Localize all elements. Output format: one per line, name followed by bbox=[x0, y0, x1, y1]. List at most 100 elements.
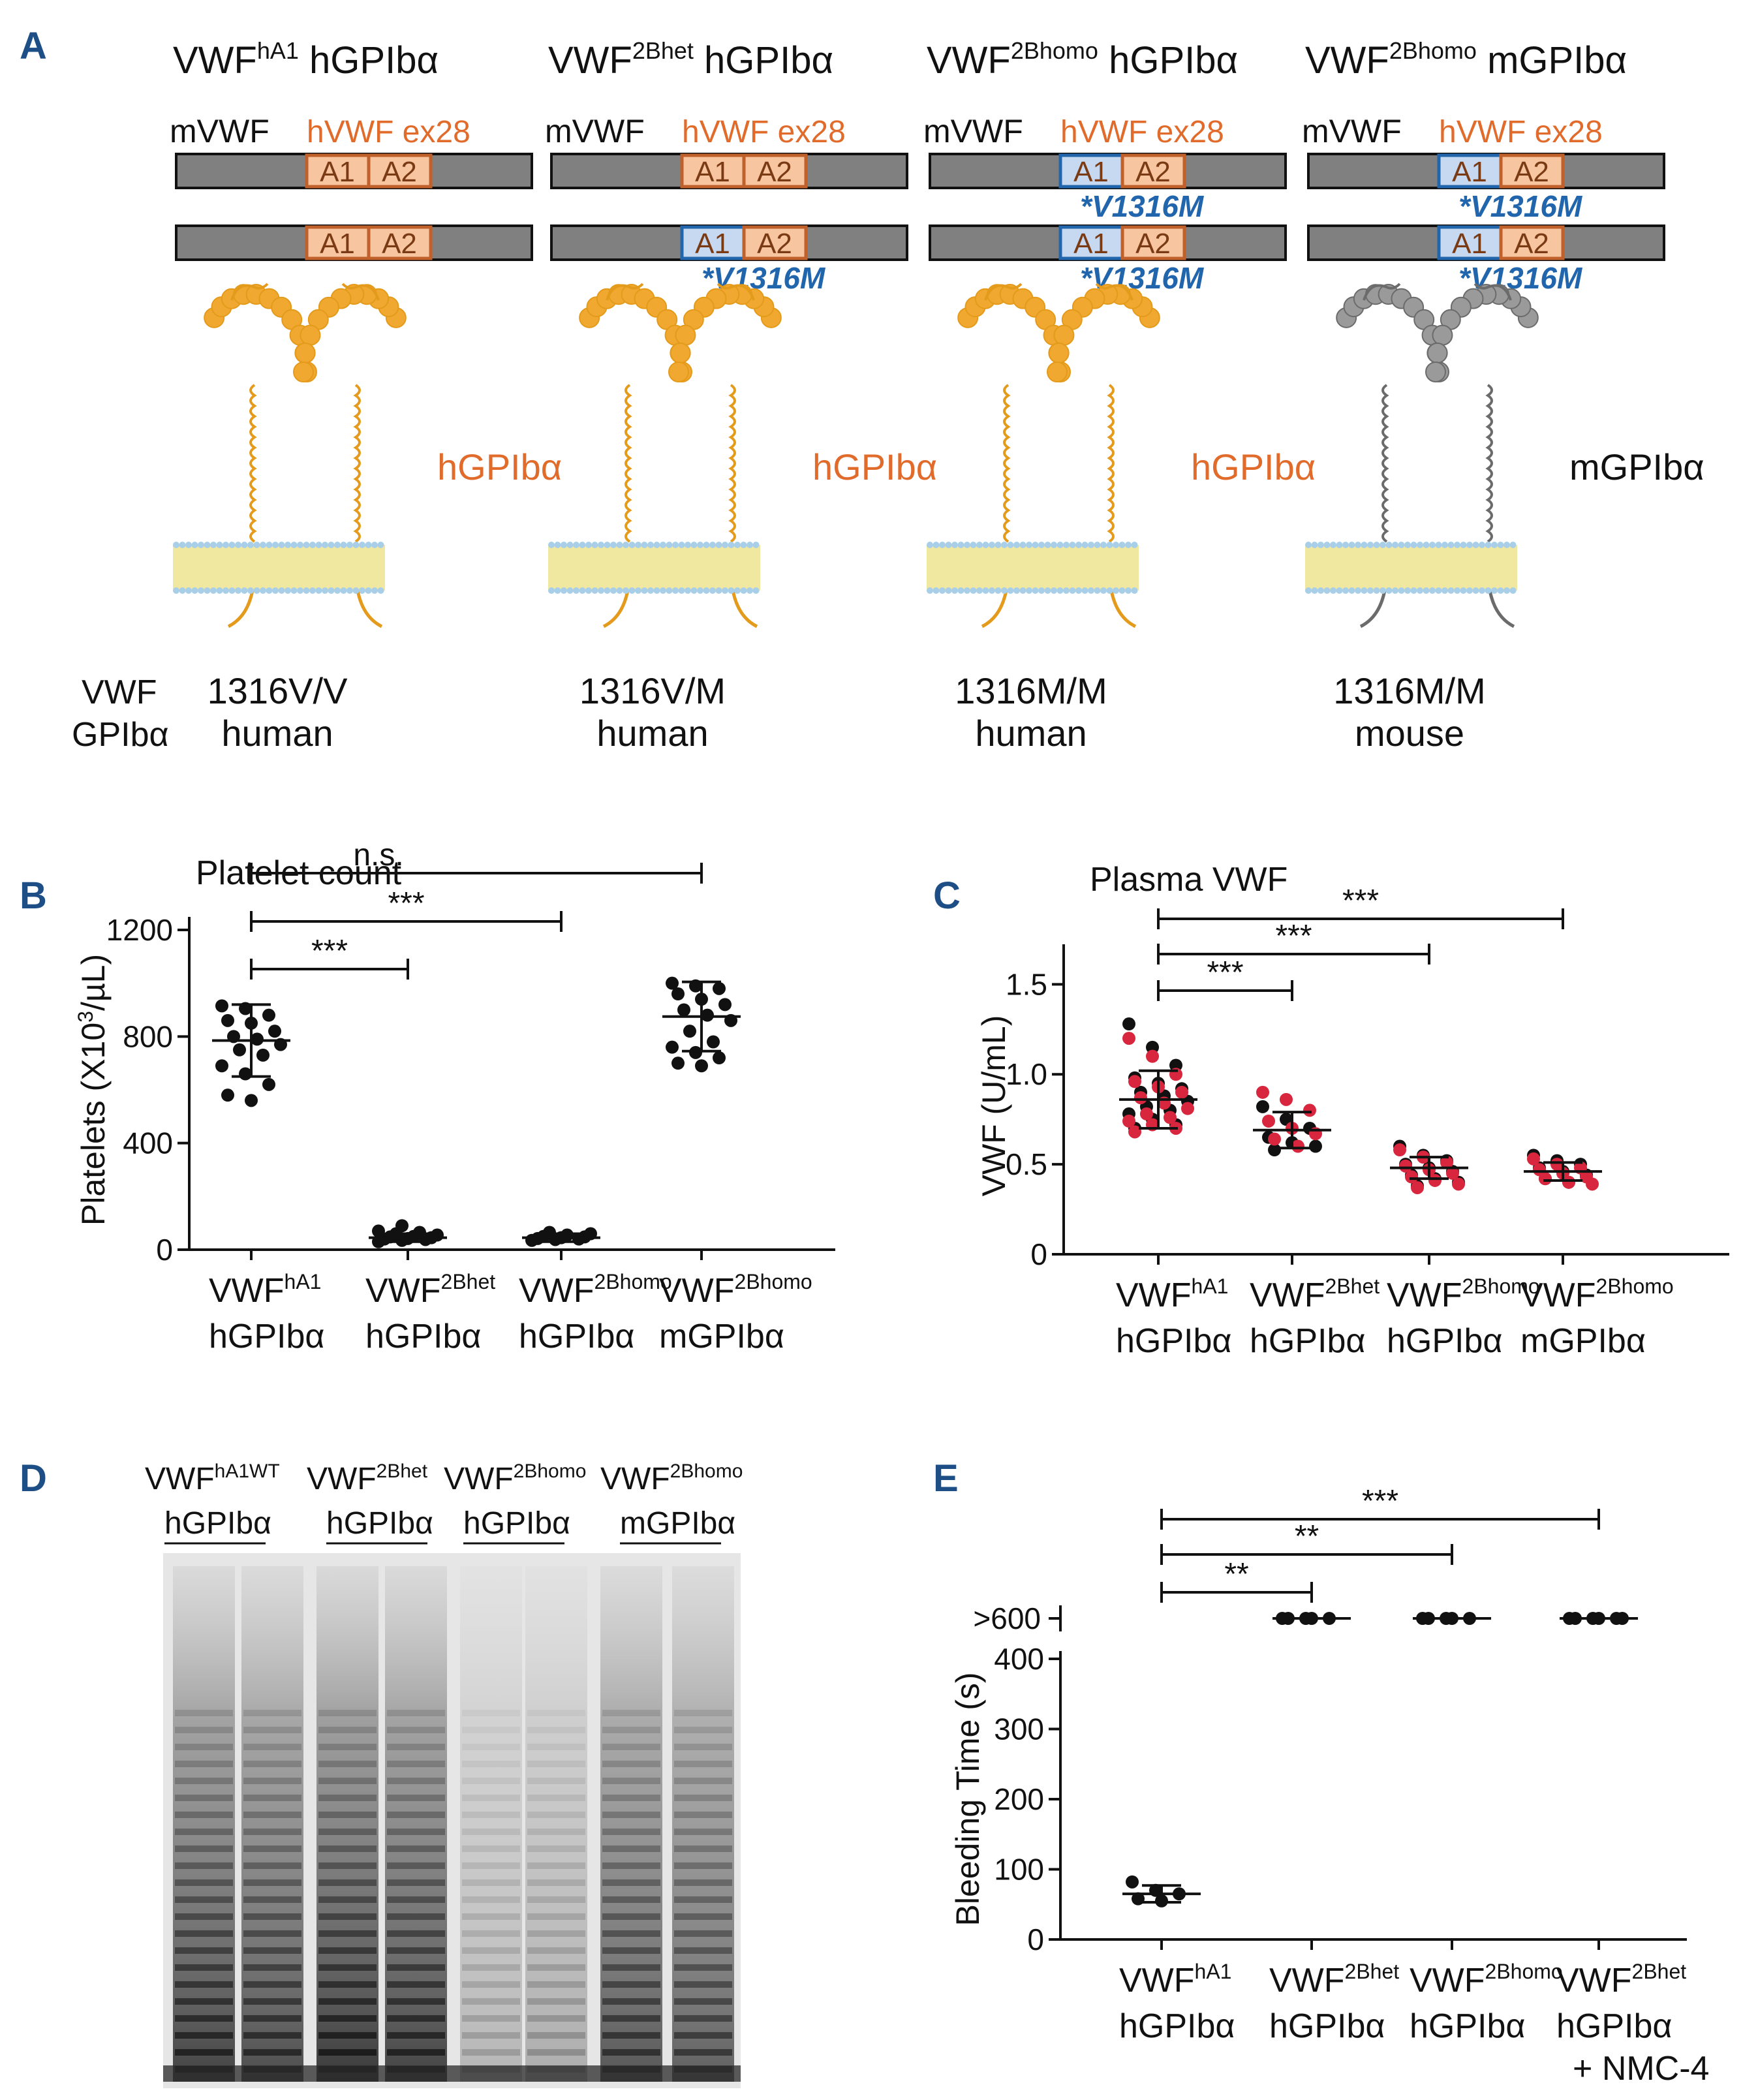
lipid-head bbox=[315, 587, 322, 594]
data-point bbox=[713, 1051, 726, 1064]
lipid-head bbox=[1044, 542, 1051, 548]
x-category-sub-2: hGPIbα bbox=[1250, 1322, 1365, 1360]
data-point bbox=[395, 1219, 409, 1233]
gel-lane bbox=[316, 1566, 378, 2082]
lrr-bead bbox=[675, 324, 696, 346]
lipid-head bbox=[690, 587, 698, 594]
x-category-label-1: VWFhA1 bbox=[1119, 1960, 1231, 2000]
lipid-head bbox=[204, 587, 211, 594]
lipid-head bbox=[709, 587, 716, 594]
x-category-label-1: VWFhA1 bbox=[1116, 1274, 1228, 1314]
membrane-1 bbox=[173, 542, 385, 594]
gel-band bbox=[462, 1862, 520, 1869]
gel-band bbox=[674, 1812, 732, 1818]
gel-band bbox=[462, 1879, 520, 1886]
lipid-head bbox=[1311, 542, 1318, 548]
lipid-head bbox=[266, 587, 273, 594]
lipid-head bbox=[666, 542, 673, 548]
lipid-head bbox=[1330, 542, 1336, 548]
panel-letter-d: D bbox=[20, 1457, 47, 1500]
species-3: human bbox=[975, 713, 1087, 754]
lipid-head bbox=[628, 542, 636, 548]
gpib-stalk bbox=[1107, 384, 1115, 543]
lipid-head bbox=[179, 542, 186, 548]
lipid-head bbox=[970, 542, 977, 548]
lipid-head bbox=[641, 587, 648, 594]
hvwf-ex28-label-4: hVWF ex28 bbox=[1439, 115, 1603, 149]
data-point bbox=[701, 1008, 714, 1022]
membrane-core bbox=[548, 545, 760, 591]
lipid-head bbox=[290, 587, 298, 594]
sig-label: *** bbox=[311, 934, 348, 968]
lipid-head bbox=[1081, 542, 1088, 548]
lipid-head bbox=[1367, 587, 1374, 594]
gel-band bbox=[175, 1812, 233, 1818]
gel-band bbox=[318, 1862, 377, 1869]
gel-band bbox=[462, 1947, 520, 1954]
x-category-sub-2: hGPIbα bbox=[1269, 2007, 1385, 2045]
a2-domain-2-1 bbox=[742, 153, 808, 189]
x-category-label-2-main: VWF bbox=[1269, 1962, 1345, 2000]
lipid-head bbox=[297, 542, 303, 548]
gel-lane-heading-2-sup: 2Bhet bbox=[377, 1460, 428, 1482]
species-1: human bbox=[221, 713, 333, 754]
x-category-label-3-sup: 2Bhomo bbox=[1462, 1274, 1540, 1298]
lipid-head bbox=[377, 587, 384, 594]
x-category-label-4: VWF2Bhomo bbox=[659, 1270, 812, 1310]
lipid-head bbox=[210, 542, 217, 548]
lipid-head bbox=[260, 587, 266, 594]
lipid-head bbox=[752, 542, 760, 548]
gel-lane-subheading-4: mGPIbα bbox=[620, 1506, 735, 1541]
lipid-head bbox=[235, 542, 241, 548]
data-point-red bbox=[1122, 1114, 1135, 1128]
gel-band bbox=[175, 1829, 233, 1835]
gel-band bbox=[674, 1896, 732, 1903]
y-axis-label: Platelets (X103/µL) bbox=[74, 954, 112, 1226]
x-category-label-3-main: VWF bbox=[1387, 1276, 1462, 1314]
gel-band bbox=[175, 1879, 233, 1886]
data-point-red bbox=[1122, 1032, 1135, 1045]
gel-lane-heading-4-sup: 2Bhomo bbox=[670, 1460, 743, 1482]
lipid-head bbox=[1081, 587, 1088, 594]
gpib-label-2: hGPIbα bbox=[812, 446, 937, 487]
gpib-top bbox=[1095, 283, 1133, 301]
data-point-black bbox=[1122, 1017, 1135, 1031]
lipid-head bbox=[1131, 542, 1138, 548]
lrr-bead bbox=[1053, 324, 1075, 346]
gel-band bbox=[462, 1761, 520, 1767]
lipid-head bbox=[734, 542, 741, 548]
gel-band bbox=[674, 1710, 732, 1716]
lipid-head bbox=[1311, 587, 1318, 594]
data-point bbox=[215, 999, 228, 1013]
a2-label-4-1: A2 bbox=[1514, 156, 1549, 188]
gel-lane bbox=[460, 1566, 522, 2082]
lipid-head bbox=[1454, 587, 1460, 594]
lipid-head bbox=[359, 542, 365, 548]
lipid-head bbox=[334, 587, 341, 594]
lipid-head bbox=[1447, 587, 1455, 594]
gel-band bbox=[243, 1829, 301, 1835]
gel-lane-heading-3-sup: 2Bhomo bbox=[514, 1460, 587, 1482]
y-axis-label-main: VWF (U/mL) bbox=[976, 1015, 1012, 1197]
gel-band bbox=[527, 1727, 585, 1733]
data-point bbox=[262, 1077, 275, 1091]
construct-heading-1-tail: hGPIbα bbox=[299, 39, 439, 82]
construct-heading-2-tail: hGPIbα bbox=[694, 39, 833, 82]
a2-domain-2-2 bbox=[742, 225, 808, 260]
gel-band bbox=[602, 2049, 660, 2056]
gel-band bbox=[462, 1964, 520, 1971]
gel-band bbox=[527, 1998, 585, 2005]
gel-band bbox=[674, 1829, 732, 1835]
gel-band bbox=[527, 1795, 585, 1801]
gel-band bbox=[674, 1744, 732, 1750]
data-point-red bbox=[1562, 1175, 1575, 1189]
gel-band bbox=[175, 1913, 233, 1920]
lipid-head bbox=[1429, 587, 1436, 594]
y-tick-label: 400 bbox=[123, 1126, 173, 1160]
data-point-red bbox=[1280, 1092, 1293, 1106]
data-point-black bbox=[1169, 1058, 1182, 1072]
lipid-head bbox=[1106, 587, 1113, 594]
lrr-bead bbox=[670, 342, 691, 363]
